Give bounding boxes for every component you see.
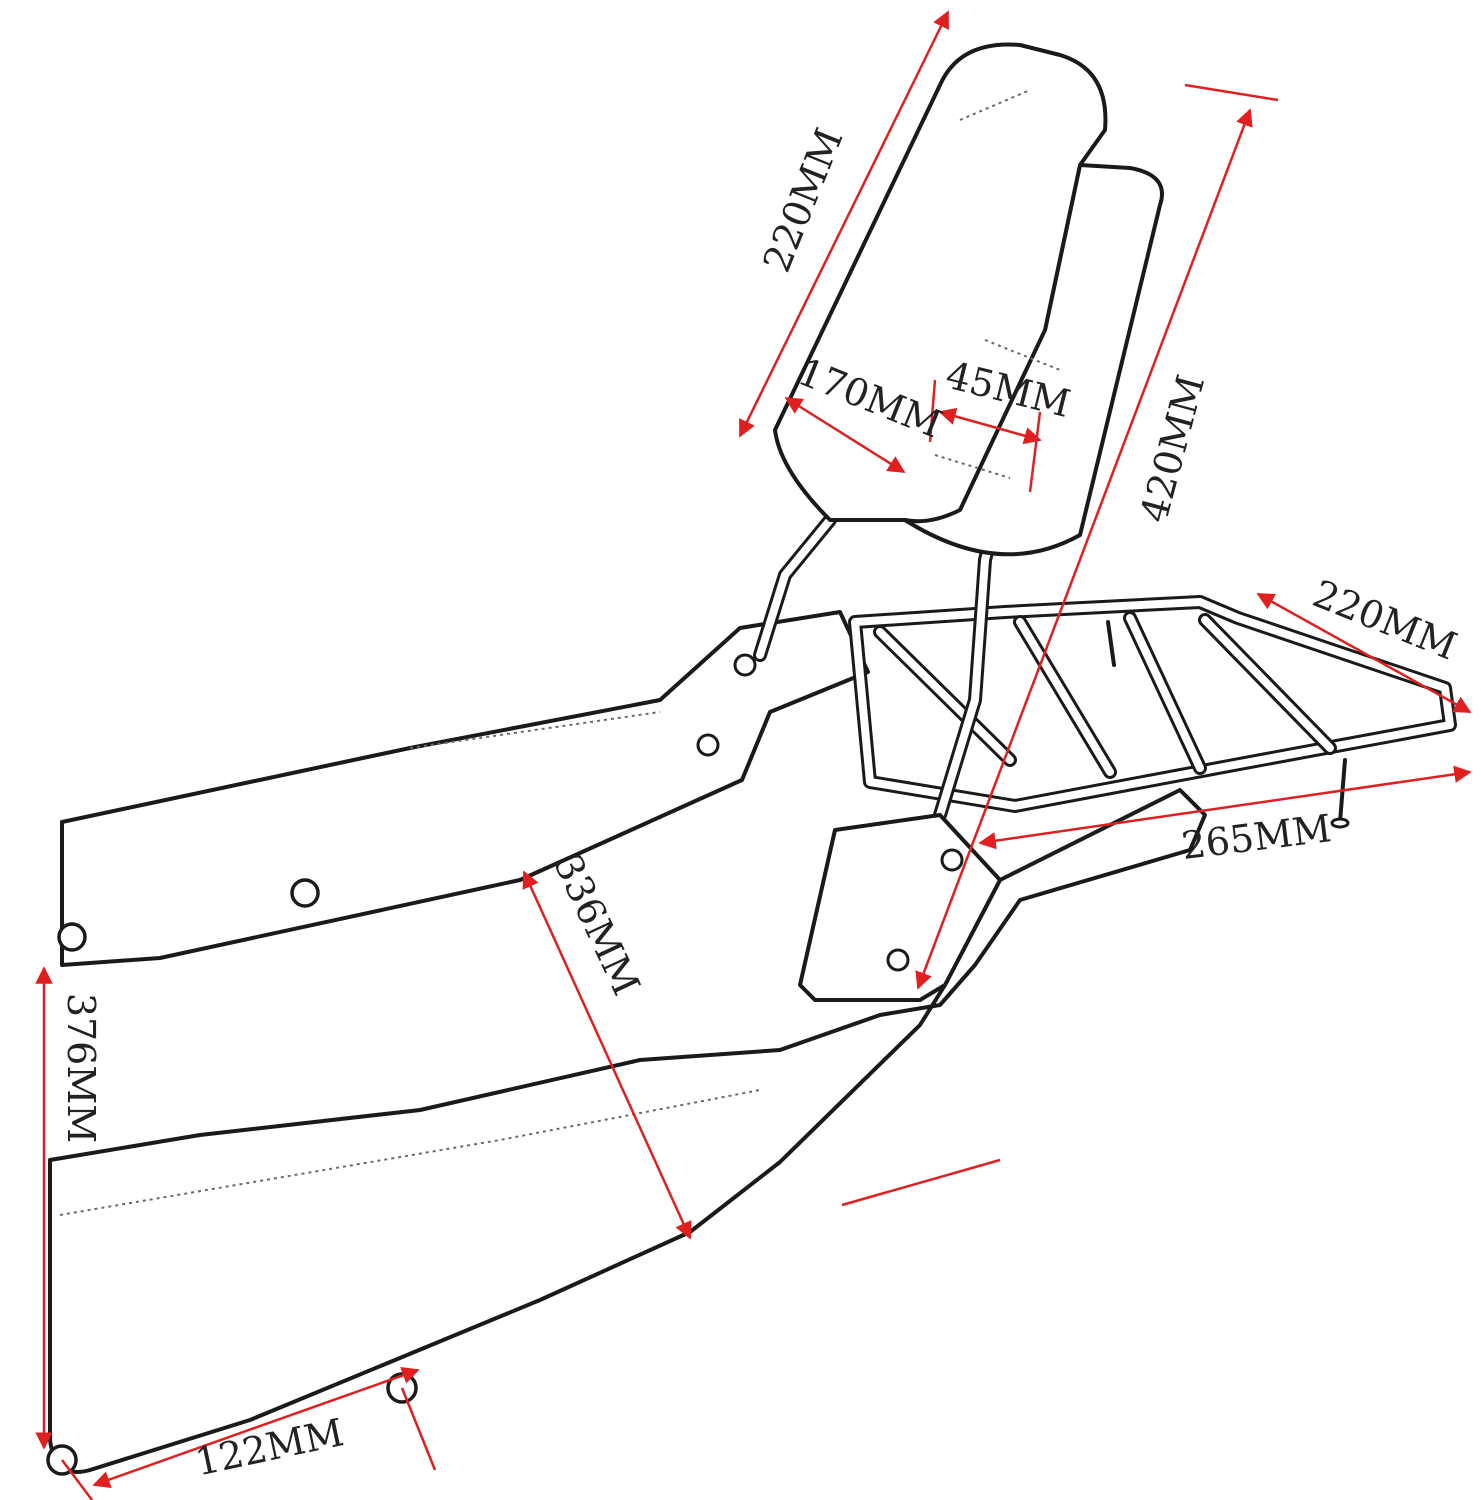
label-bracket-height: 376MM xyxy=(59,993,103,1143)
bolt-near-upper xyxy=(940,848,964,872)
dim-line-hole-spacing xyxy=(92,1367,420,1488)
bolt-far-lower xyxy=(696,733,720,757)
backrest-pad xyxy=(773,42,1164,557)
rack-foot xyxy=(1330,817,1350,829)
dim-line-backrest-height xyxy=(738,10,950,438)
label-bracket-length: 336MM xyxy=(545,847,648,1002)
mount-hole-far-front xyxy=(57,922,87,952)
mount-hole-far-rear xyxy=(290,878,320,908)
label-backrest-height: 220MM xyxy=(754,122,851,278)
far-side-plate xyxy=(57,610,870,967)
dim-line-backrest-thickness xyxy=(938,407,1042,445)
dim-line-rack-length xyxy=(978,765,1472,850)
bolt-near-lower xyxy=(886,948,910,972)
dimension-lines xyxy=(35,10,1472,1500)
dim-line-overall-height xyxy=(915,108,1253,990)
dim-line-bracket-length xyxy=(522,870,692,1240)
bolt-far-upper xyxy=(733,653,757,677)
dim-line-rack-width xyxy=(1256,592,1472,714)
dim-line-backrest-width xyxy=(784,396,906,474)
